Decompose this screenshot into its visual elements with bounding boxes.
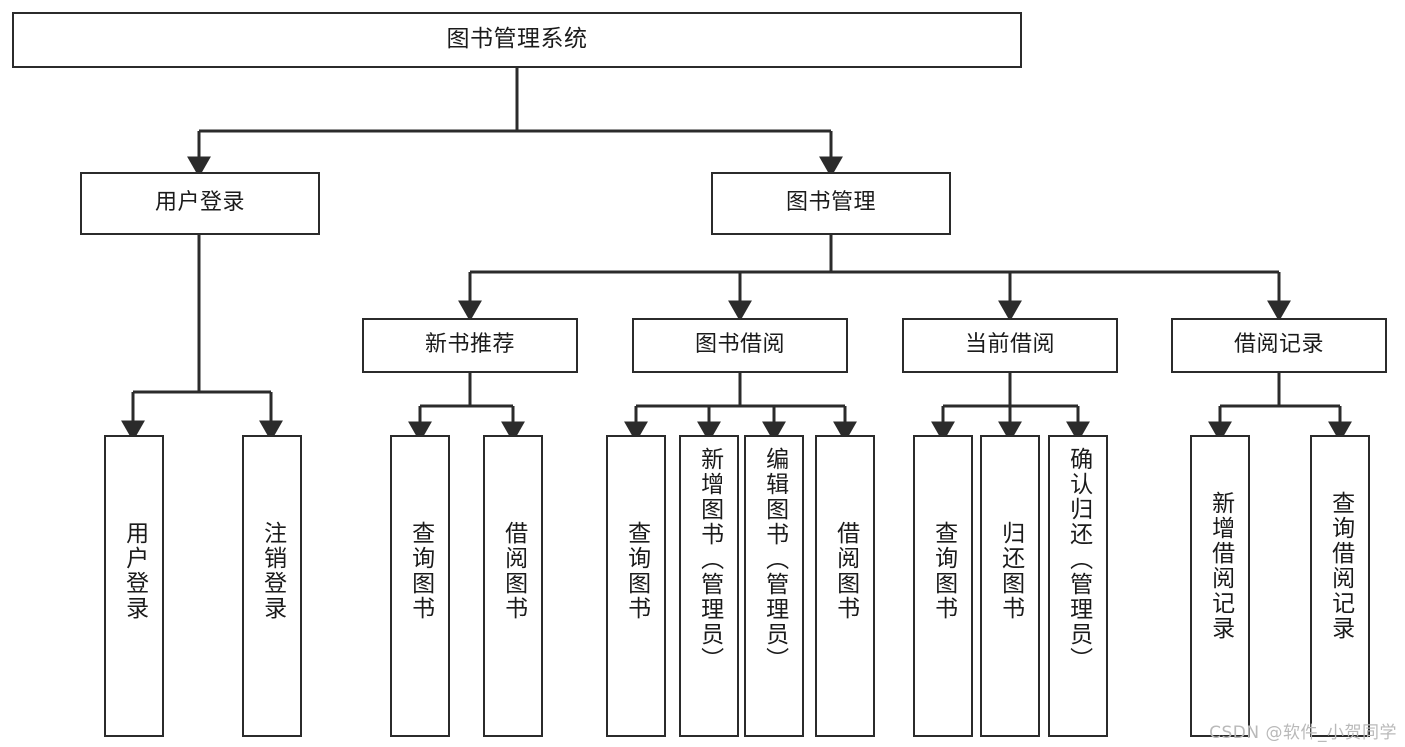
node-book-borrow-label: 图书借阅 <box>694 332 785 358</box>
csdn-watermark: CSDN @软件_小贺同学 <box>1209 723 1397 743</box>
node-current-borrow-label: 当前借阅 <box>964 332 1055 358</box>
node-leaf-confirm-return-admin[interactable]: 确认归还（管理员） <box>1048 435 1108 737</box>
node-leaf-logout-label: 注销登录 <box>259 521 286 621</box>
node-leaf-add-borrow-record[interactable]: 新增借阅记录 <box>1190 435 1250 737</box>
node-leaf-return-book-label: 归还图书 <box>997 521 1024 621</box>
node-leaf-query-book-1[interactable]: 查询图书 <box>390 435 450 737</box>
node-user-login[interactable]: 用户登录 <box>80 172 320 235</box>
node-user-login-label: 用户登录 <box>154 190 245 216</box>
node-leaf-query-book-1-label: 查询图书 <box>407 521 434 621</box>
node-new-book-recommend[interactable]: 新书推荐 <box>362 318 578 373</box>
node-leaf-query-borrow-record[interactable]: 查询借阅记录 <box>1310 435 1370 737</box>
node-leaf-user-login[interactable]: 用户登录 <box>104 435 164 737</box>
node-leaf-borrow-book-1-label: 借阅图书 <box>500 521 527 621</box>
node-leaf-return-book[interactable]: 归还图书 <box>980 435 1040 737</box>
node-leaf-query-book-3-label: 查询图书 <box>930 521 957 621</box>
node-leaf-add-book-admin-label: 新增图书（管理员） <box>696 447 723 672</box>
node-root-label: 图书管理系统 <box>446 26 588 53</box>
node-leaf-logout[interactable]: 注销登录 <box>242 435 302 737</box>
node-leaf-edit-book-admin[interactable]: 编辑图书（管理员） <box>744 435 804 737</box>
node-leaf-query-book-2[interactable]: 查询图书 <box>606 435 666 737</box>
node-leaf-query-book-2-label: 查询图书 <box>623 521 650 621</box>
node-leaf-confirm-return-admin-label: 确认归还（管理员） <box>1065 447 1092 672</box>
node-book-borrow[interactable]: 图书借阅 <box>632 318 848 373</box>
node-leaf-edit-book-admin-label: 编辑图书（管理员） <box>761 447 788 672</box>
node-leaf-query-borrow-record-label: 查询借阅记录 <box>1327 491 1354 641</box>
node-borrow-record[interactable]: 借阅记录 <box>1171 318 1387 373</box>
node-leaf-borrow-book-2-label: 借阅图书 <box>832 521 859 621</box>
node-new-book-recommend-label: 新书推荐 <box>424 332 515 358</box>
node-leaf-add-book-admin[interactable]: 新增图书（管理员） <box>679 435 739 737</box>
node-leaf-borrow-book-2[interactable]: 借阅图书 <box>815 435 875 737</box>
node-book-management[interactable]: 图书管理 <box>711 172 951 235</box>
node-leaf-query-book-3[interactable]: 查询图书 <box>913 435 973 737</box>
node-borrow-record-label: 借阅记录 <box>1233 332 1324 358</box>
node-current-borrow[interactable]: 当前借阅 <box>902 318 1118 373</box>
node-leaf-borrow-book-1[interactable]: 借阅图书 <box>483 435 543 737</box>
node-leaf-user-login-label: 用户登录 <box>121 521 148 621</box>
node-book-management-label: 图书管理 <box>785 190 876 216</box>
node-root-system[interactable]: 图书管理系统 <box>12 12 1022 68</box>
node-leaf-add-borrow-record-label: 新增借阅记录 <box>1207 491 1234 641</box>
